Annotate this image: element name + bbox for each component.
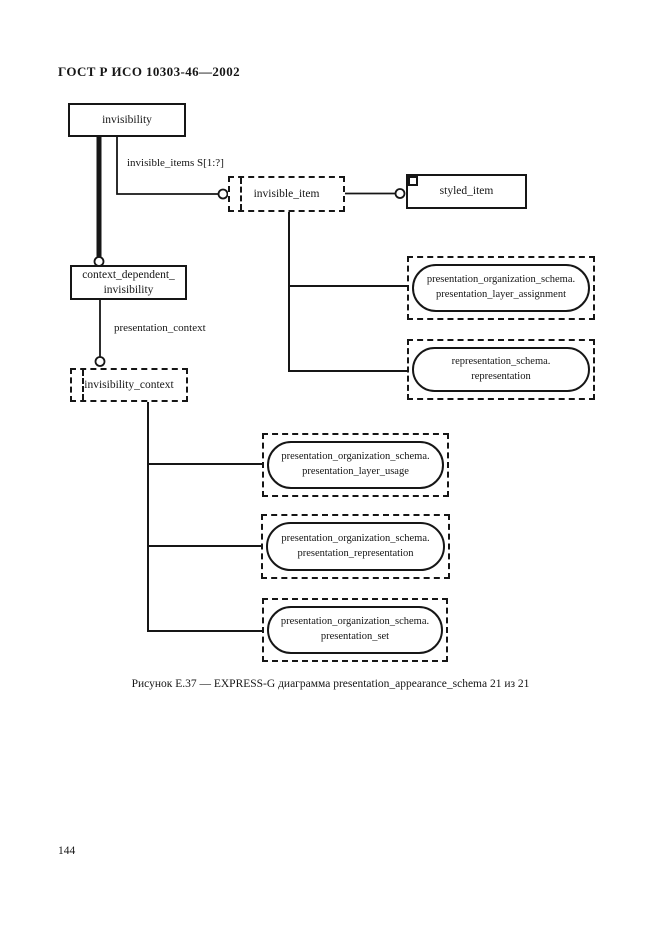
figure-caption: Рисунок Е.37 — EXPRESS-G диаграмма prese…	[131, 678, 530, 690]
ref-label-line1: presentation_organization_schema.	[281, 451, 430, 463]
entity-invisibility: invisibility	[68, 103, 186, 137]
interschema-ref-stadium: presentation_organization_schema. presen…	[267, 441, 444, 489]
select-type-invisibility-context: invisibility_context	[70, 368, 188, 402]
interschema-ref-layer-assignment: presentation_organization_schema. presen…	[407, 256, 595, 320]
select-type-invisible-item-label: invisible_item	[253, 187, 320, 200]
entity-cdi-label-line1: context_dependent_	[82, 269, 175, 282]
ref-label-line2: presentation_representation	[297, 547, 414, 559]
ref-label-line2: presentation_layer_usage	[302, 466, 409, 477]
attribute-circle-presentation-context	[94, 356, 106, 367]
entity-invisibility-label: invisibility	[102, 113, 152, 126]
select-type-double-bar	[82, 370, 84, 400]
ref-label-line1: presentation_organization_schema.	[281, 532, 430, 544]
ref-label-line1: presentation_organization_schema.	[280, 616, 430, 628]
interschema-ref-layer-usage: presentation_organization_schema. presen…	[262, 433, 449, 497]
interschema-ref-presentation-representation: presentation_organization_schema. presen…	[261, 514, 450, 579]
interschema-ref-presentation-set: presentation_organization_schema. presen…	[262, 598, 448, 662]
entity-cdi-label-line2: invisibility	[103, 283, 154, 296]
ref-label-line1: representation_schema.	[451, 355, 551, 367]
select-circle-styled-item	[394, 188, 406, 199]
select-tree-invisibility-context	[147, 402, 265, 632]
attribute-label-invisible-items: invisible_items S[1:?]	[125, 157, 226, 169]
ref-label-line1: presentation_organization_schema.	[426, 274, 576, 286]
entity-styled-item-label: styled_item	[439, 185, 494, 198]
attribute-label-presentation-context: presentation_context	[112, 322, 208, 334]
attribute-line-invisible-items	[116, 136, 219, 195]
corner-square-marker	[408, 176, 418, 186]
select-tree-invisible-item	[288, 212, 409, 372]
interschema-ref-stadium: presentation_organization_schema. presen…	[267, 606, 443, 654]
entity-styled-item: styled_item	[406, 174, 527, 209]
interschema-ref-stadium: representation_schema. representation	[412, 347, 590, 392]
interschema-ref-stadium: presentation_organization_schema. presen…	[412, 264, 590, 312]
ref-label-line2: presentation_layer_assignment	[435, 289, 567, 300]
select-type-invisible-item: invisible_item	[228, 176, 345, 212]
interschema-ref-stadium: presentation_organization_schema. presen…	[266, 522, 445, 571]
select-type-invisibility-context-label: invisibility_context	[84, 378, 174, 391]
page-number: 144	[58, 845, 76, 857]
attribute-circle-invisible-items	[217, 188, 229, 200]
document-header: ГОСТ Р ИСО 10303-46—2002	[58, 64, 241, 79]
interschema-ref-representation: representation_schema. representation	[407, 339, 595, 400]
ref-label-line2: representation	[471, 370, 531, 382]
select-type-double-bar	[240, 178, 242, 210]
entity-context-dependent-invisibility: context_dependent_ invisibility	[70, 265, 187, 300]
ref-label-line2: presentation_set	[320, 631, 390, 642]
